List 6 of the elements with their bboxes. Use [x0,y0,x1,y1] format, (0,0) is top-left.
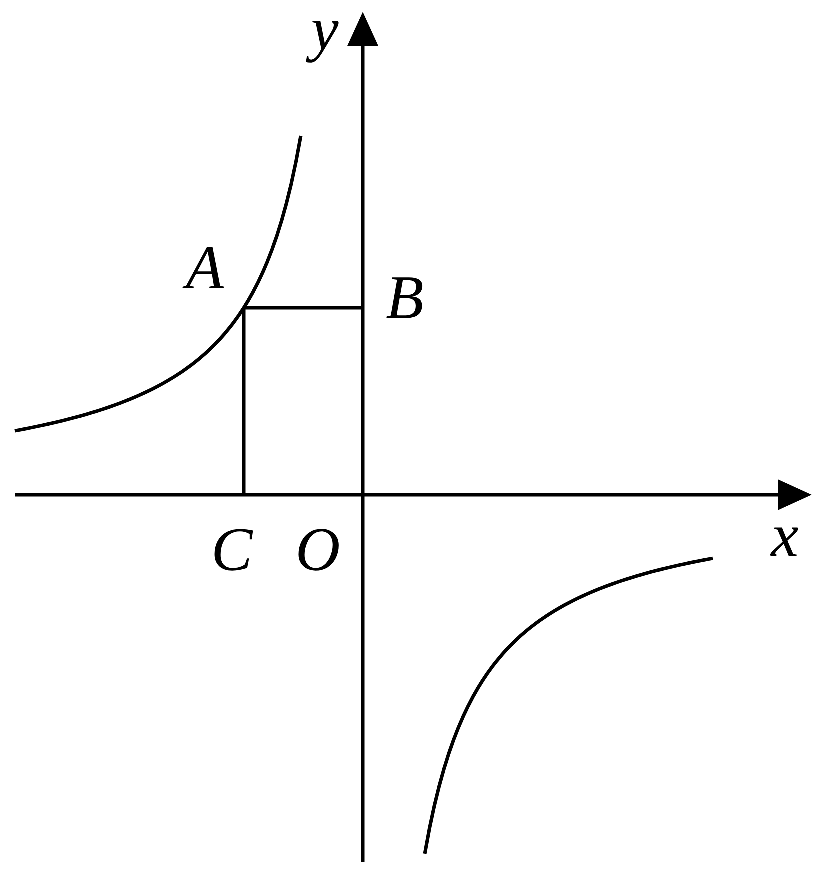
point-label: B [386,278,423,318]
point-label: O [298,529,339,571]
point-label: A [182,248,224,288]
axis-label: y [306,21,339,63]
axis-label: x [770,528,798,556]
point-label: C [214,529,254,571]
